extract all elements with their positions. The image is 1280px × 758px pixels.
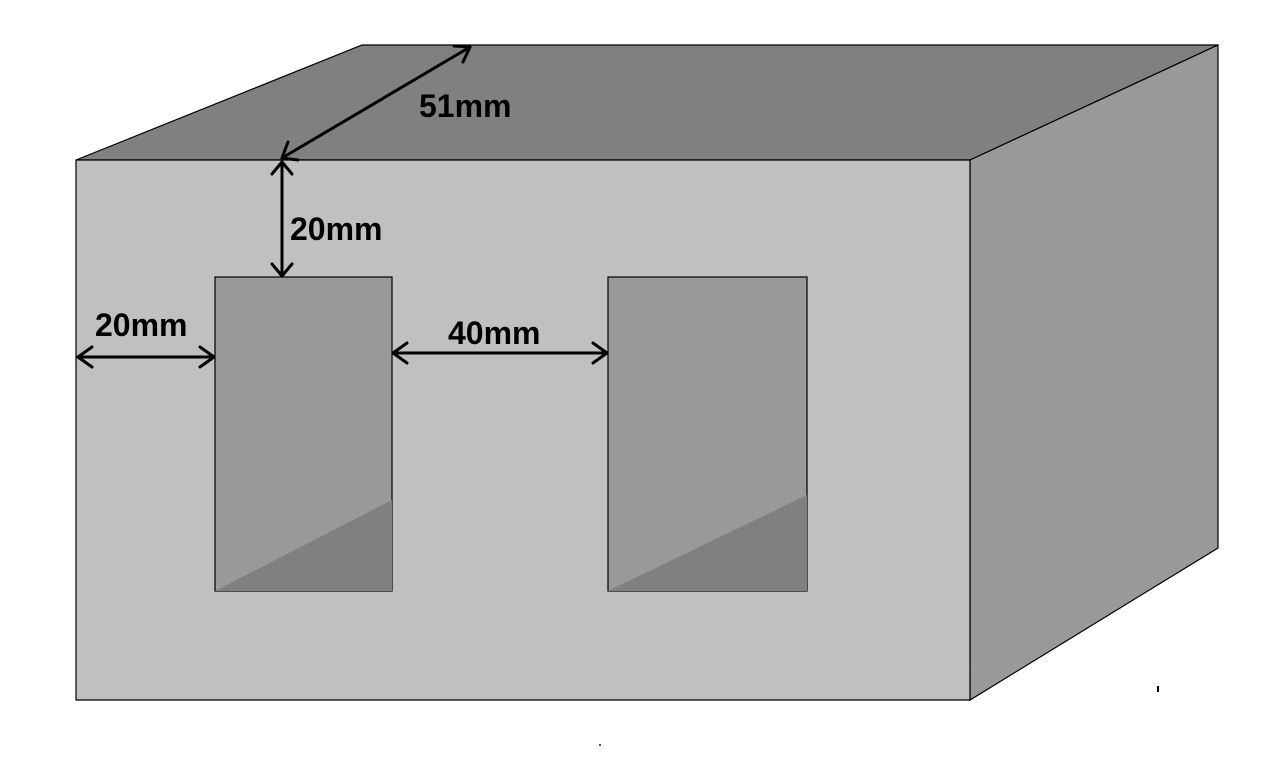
left-hole-shadow bbox=[215, 500, 392, 591]
depth-arrow-head-top bbox=[452, 44, 472, 64]
hole-gap-arrow-head-right bbox=[591, 341, 609, 365]
hole-gap-dimension: 40mm bbox=[391, 315, 609, 365]
depth-label: 51mm bbox=[419, 88, 512, 124]
right-hole-shadow bbox=[608, 495, 807, 591]
depth-dimension-line bbox=[280, 45, 472, 160]
left-margin-dimension: 20mm bbox=[76, 307, 216, 369]
left-margin-label: 20mm bbox=[95, 307, 188, 343]
block-side-face bbox=[969, 44, 1219, 702]
right-hole bbox=[607, 276, 808, 592]
speck-mark bbox=[599, 744, 601, 746]
depth-arrow-head-bottom bbox=[280, 140, 300, 162]
block-front-face bbox=[75, 159, 971, 701]
top-margin-label: 20mm bbox=[290, 211, 383, 247]
hole-gap-arrow-head-left bbox=[391, 341, 409, 365]
depth-dimension: 51mm bbox=[280, 44, 512, 162]
left-hole bbox=[214, 276, 393, 592]
left-margin-arrow-head-left bbox=[76, 345, 94, 369]
hole-gap-label: 40mm bbox=[448, 315, 541, 351]
left-margin-arrow-head-right bbox=[198, 345, 216, 369]
top-margin-arrow-head-top bbox=[270, 160, 294, 176]
speck-mark bbox=[1157, 686, 1159, 692]
top-margin-dimension: 20mm bbox=[270, 160, 383, 278]
top-margin-arrow-head-bottom bbox=[270, 262, 294, 278]
